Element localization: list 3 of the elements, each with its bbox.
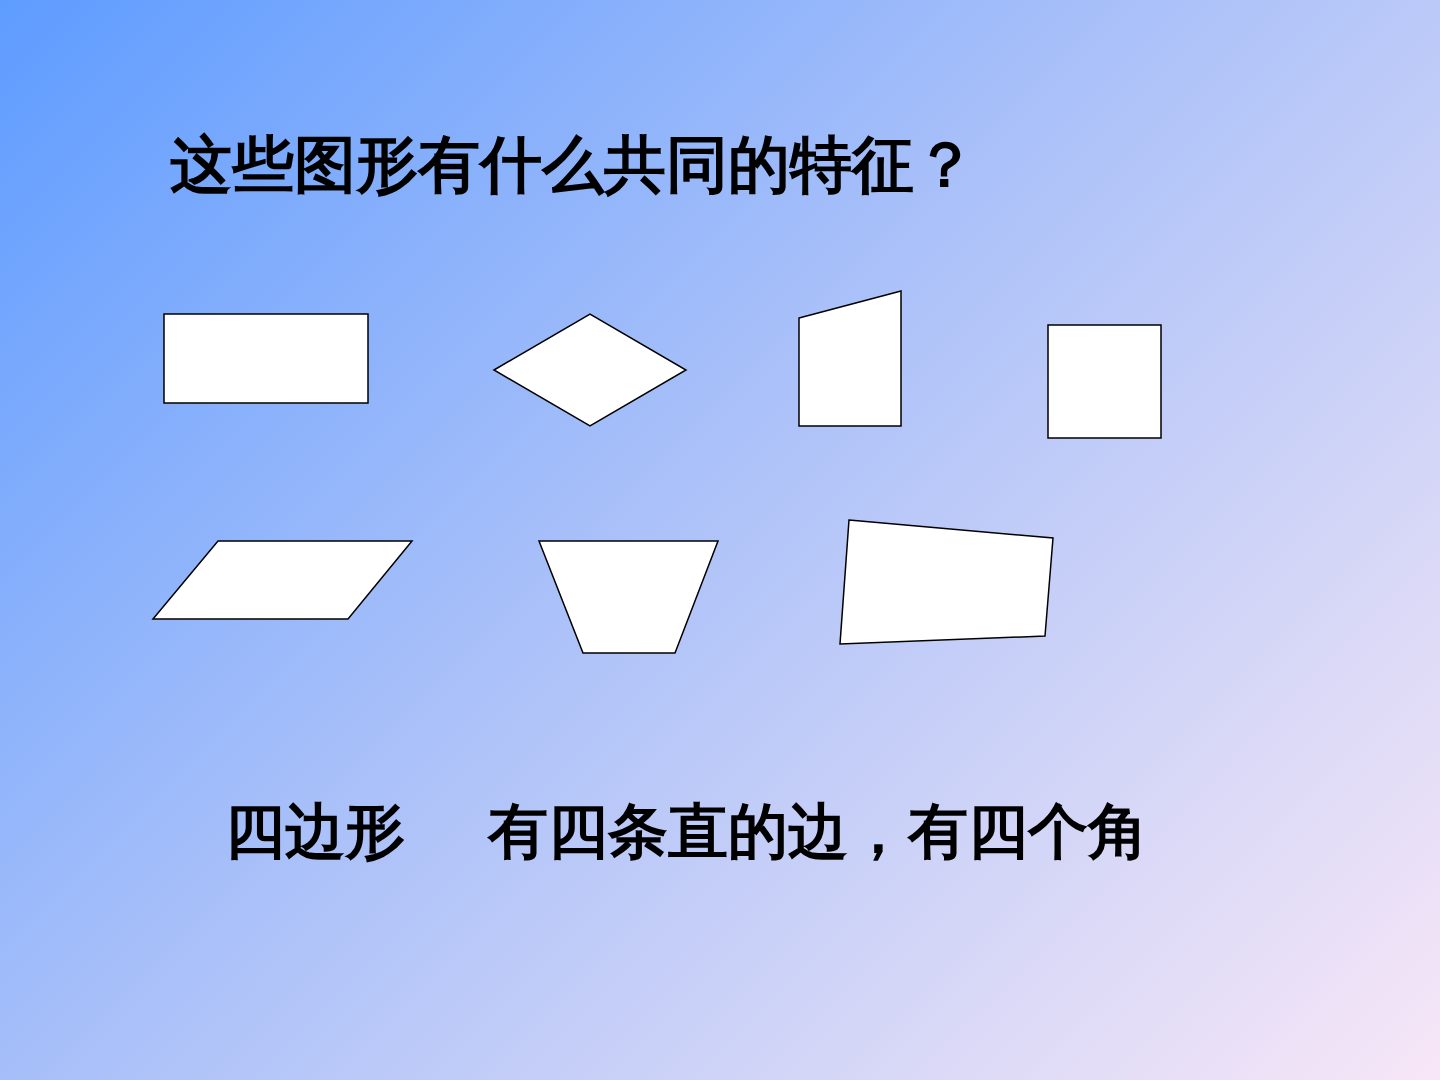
definition-text: 有四条直的边，有四个角	[488, 795, 1148, 867]
term-label: 四边形	[225, 795, 405, 867]
question-title: 这些图形有什么共同的特征？	[170, 128, 976, 203]
